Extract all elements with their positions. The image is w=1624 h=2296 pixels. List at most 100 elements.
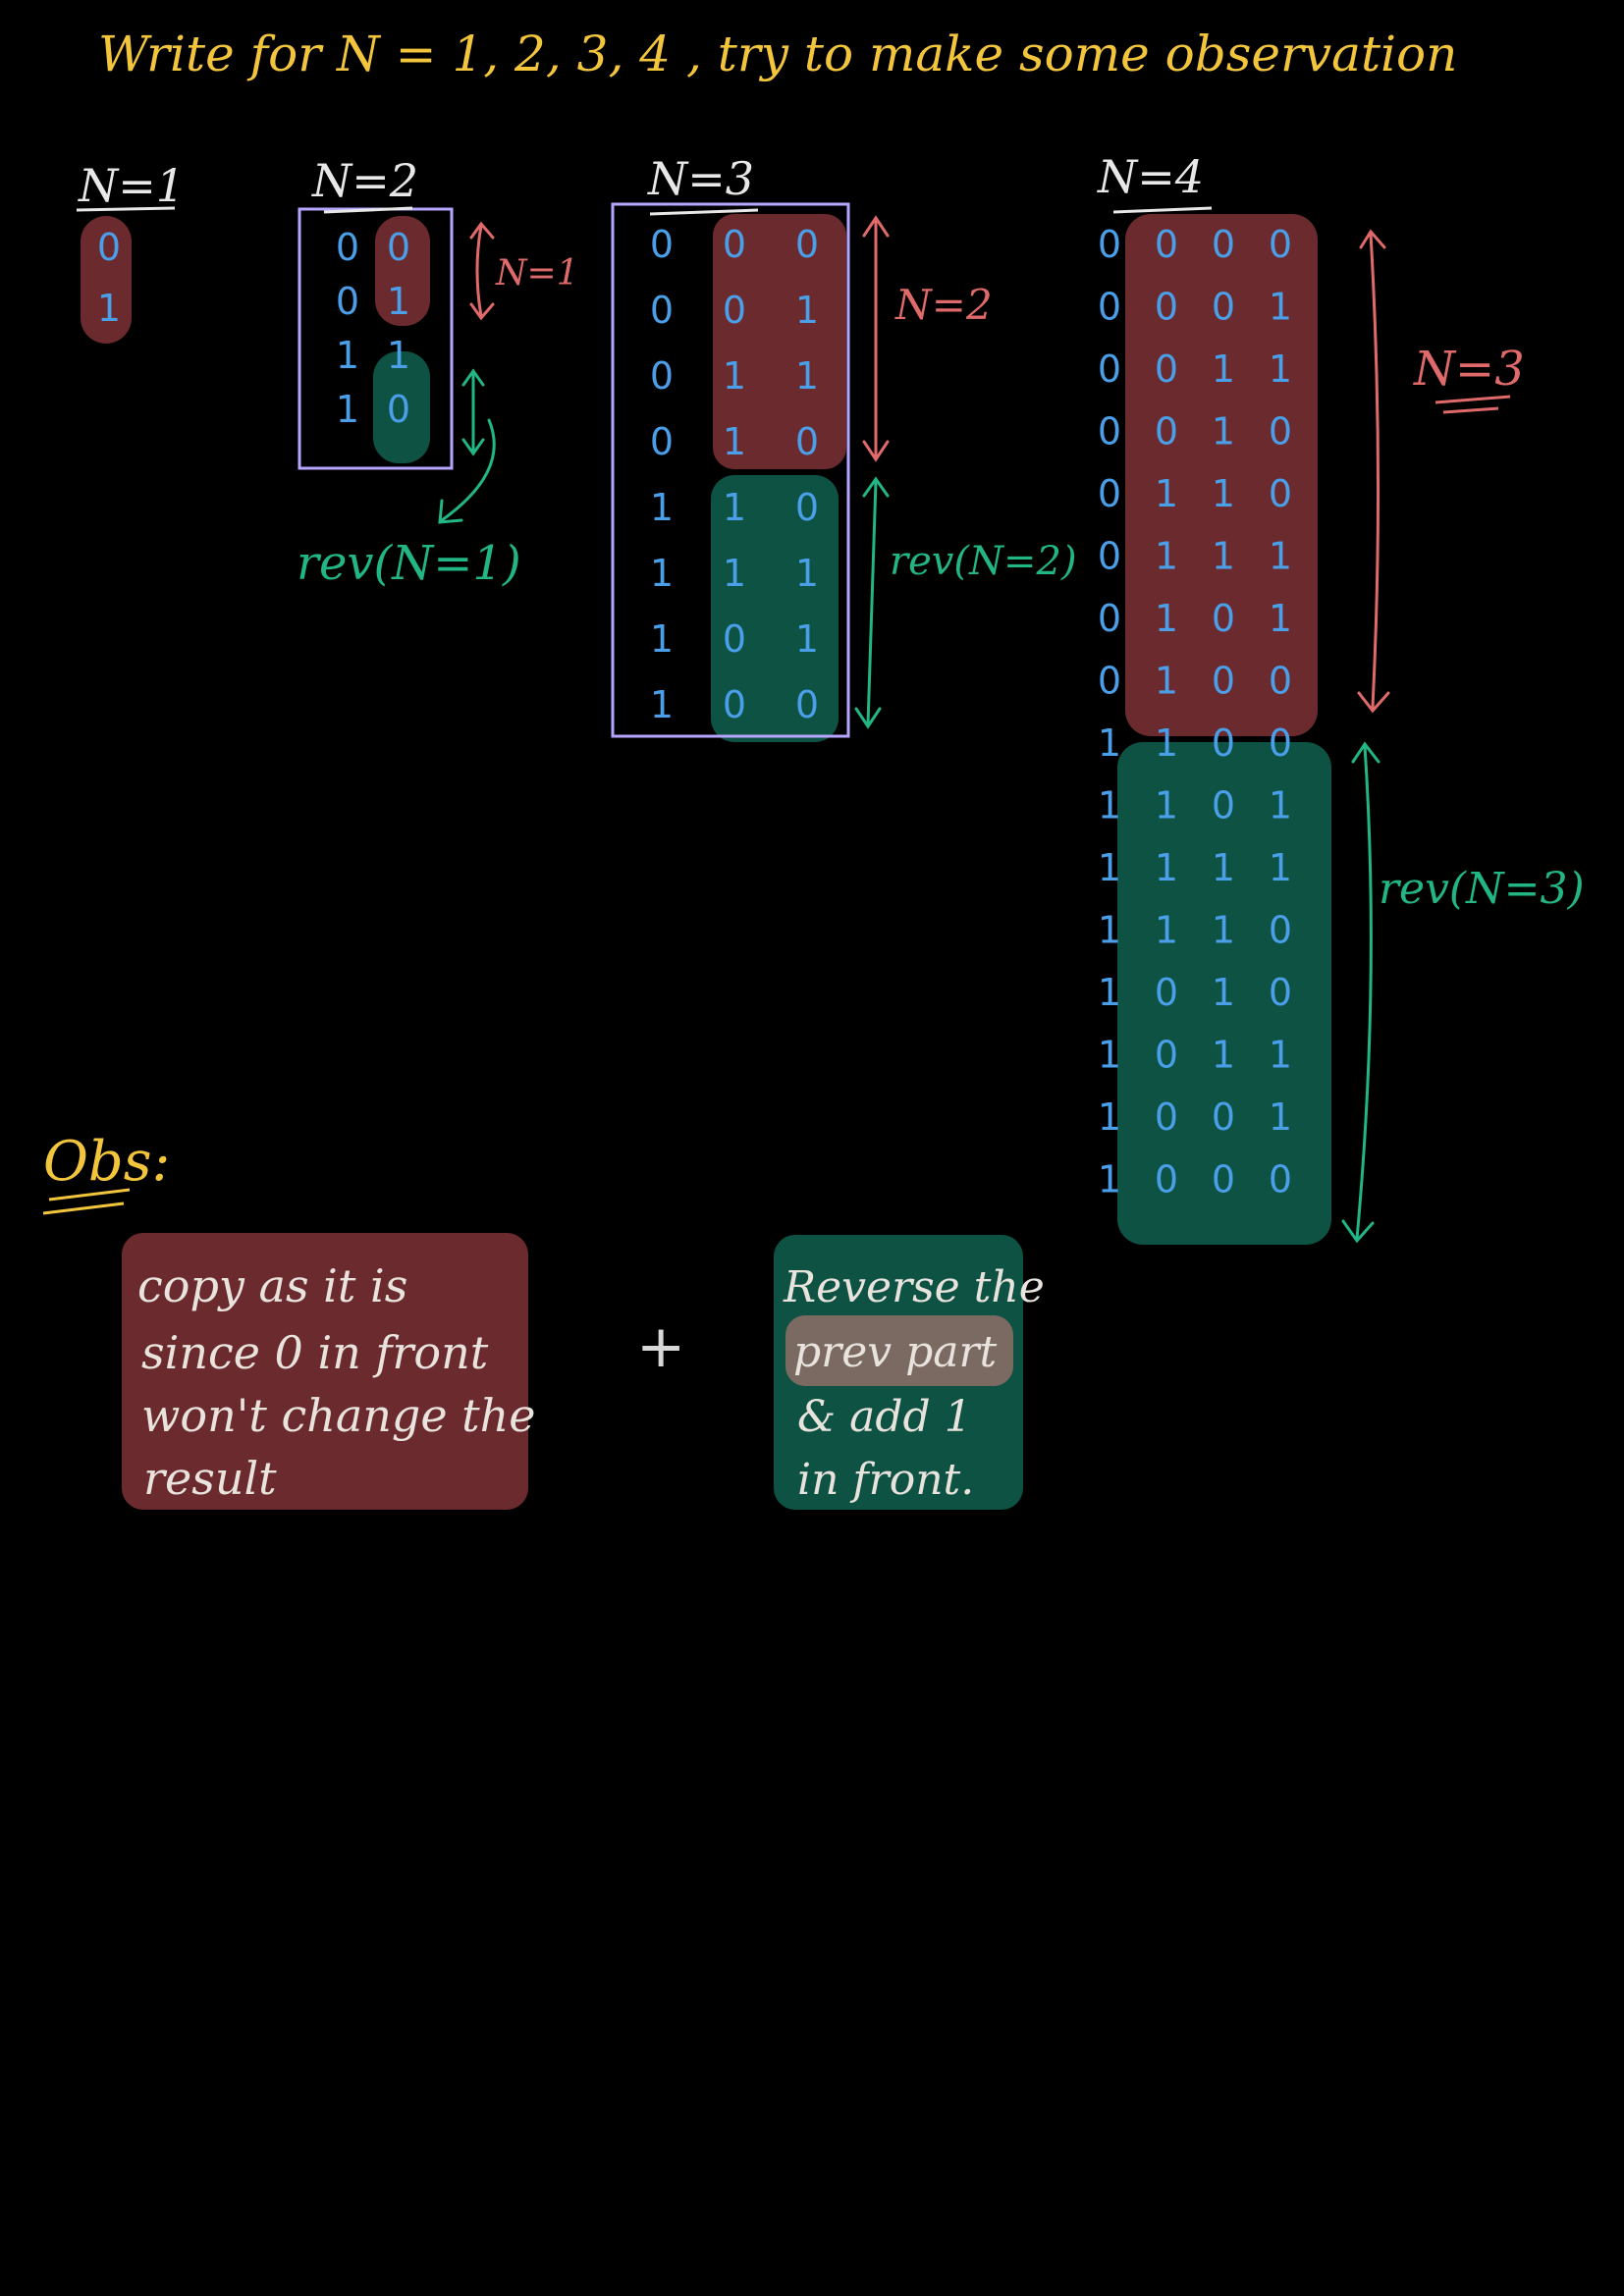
- n3-row-1-bit-2: 0: [723, 223, 746, 266]
- plus-sign: +: [636, 1312, 685, 1381]
- n3-row-8-bit-3: 0: [795, 683, 819, 726]
- n3-row-4-bit-3: 0: [795, 420, 819, 463]
- n4-row-11-bit-3: 1: [1212, 846, 1235, 889]
- n2-reverse-label: rev(N=1): [297, 536, 521, 591]
- obs-underline: [48, 1188, 131, 1201]
- n4-row-16-bit-3: 0: [1212, 1158, 1235, 1201]
- n2-row-2-bit-2: 1: [387, 280, 410, 323]
- n3-row-6-bit-2: 1: [723, 552, 746, 595]
- n4-row-5-bit-2: 1: [1155, 472, 1178, 515]
- n4-row-13-bit-4: 0: [1269, 971, 1292, 1014]
- n4-row-10-bit-2: 1: [1155, 784, 1178, 828]
- n4-copy-label-underline-2: [1442, 406, 1499, 414]
- n3-row-2-bit-1: 0: [650, 289, 674, 332]
- n4-row-1-bit-2: 0: [1155, 223, 1178, 266]
- n4-row-4-bit-1: 0: [1098, 410, 1121, 454]
- reverse-note-line-2: prev part: [793, 1327, 998, 1377]
- n4-copy-label-underline: [1435, 395, 1511, 404]
- header-n4: N=4: [1097, 150, 1204, 203]
- n4-row-8-bit-1: 0: [1098, 660, 1121, 703]
- n2-copy-label: N=1: [495, 253, 579, 294]
- copy-note-line-4: result: [143, 1452, 277, 1505]
- n4-row-15-bit-3: 0: [1212, 1095, 1235, 1139]
- n4-reverse-arrow: [1341, 741, 1380, 1244]
- n1-highlight: [81, 216, 132, 344]
- n4-row-9-bit-3: 0: [1212, 721, 1235, 765]
- n4-row-11-bit-4: 1: [1269, 846, 1292, 889]
- n4-row-13-bit-3: 1: [1212, 971, 1235, 1014]
- n4-row-11-bit-2: 1: [1155, 846, 1178, 889]
- n3-row-2-bit-2: 0: [723, 289, 746, 332]
- n4-row-4-bit-3: 1: [1212, 410, 1235, 454]
- n2-copy-highlight: [375, 216, 430, 326]
- n3-row-6-bit-1: 1: [650, 552, 674, 595]
- n4-row-6-bit-2: 1: [1155, 535, 1178, 578]
- header-n3: N=3: [647, 152, 754, 205]
- n4-row-2-bit-1: 0: [1098, 286, 1121, 329]
- header-n1-underline: [76, 206, 176, 212]
- n3-row-8-bit-2: 0: [723, 683, 746, 726]
- n3-row-7-bit-1: 1: [650, 617, 674, 661]
- n4-row-3-bit-2: 0: [1155, 347, 1178, 391]
- n4-row-7-bit-1: 0: [1098, 597, 1121, 640]
- n4-row-6-bit-1: 0: [1098, 535, 1121, 578]
- n4-row-14-bit-1: 1: [1098, 1034, 1121, 1077]
- copy-note-line-3: won't change the: [141, 1389, 536, 1442]
- header-n2: N=2: [311, 154, 418, 207]
- n4-row-5-bit-3: 1: [1212, 472, 1235, 515]
- n2-row-4-bit-1: 1: [336, 388, 359, 431]
- n3-row-4-bit-2: 1: [723, 420, 746, 463]
- n2-reverse-highlight: [373, 351, 430, 463]
- obs-underline-2: [42, 1201, 125, 1215]
- n3-copy-arrow: [862, 215, 890, 462]
- n4-row-1-bit-1: 0: [1098, 223, 1121, 266]
- n4-row-10-bit-3: 0: [1212, 784, 1235, 828]
- n4-row-2-bit-4: 1: [1269, 286, 1292, 329]
- n4-row-13-bit-2: 0: [1155, 971, 1178, 1014]
- copy-note-line-2: since 0 in front: [141, 1326, 489, 1379]
- n4-row-4-bit-4: 0: [1269, 410, 1292, 454]
- n4-row-9-bit-2: 1: [1155, 721, 1178, 765]
- n4-row-15-bit-2: 0: [1155, 1095, 1178, 1139]
- n3-frame: [611, 202, 850, 738]
- n4-row-3-bit-4: 1: [1269, 347, 1292, 391]
- n4-row-12-bit-1: 1: [1098, 909, 1121, 952]
- n1-row-2-bit-1: 1: [97, 287, 121, 330]
- n4-row-8-bit-3: 0: [1212, 660, 1235, 703]
- n3-row-7-bit-2: 0: [723, 617, 746, 661]
- n4-row-13-bit-1: 1: [1098, 971, 1121, 1014]
- n4-row-12-bit-2: 1: [1155, 909, 1178, 952]
- n4-row-2-bit-3: 0: [1212, 286, 1235, 329]
- n3-row-3-bit-2: 1: [723, 354, 746, 398]
- n2-reverse-arrow: [461, 368, 485, 456]
- n4-row-15-bit-1: 1: [1098, 1095, 1121, 1139]
- n4-copy-arrow: [1357, 229, 1390, 714]
- n4-row-5-bit-4: 0: [1269, 472, 1292, 515]
- n4-row-16-bit-1: 1: [1098, 1158, 1121, 1201]
- n4-row-12-bit-4: 0: [1269, 909, 1292, 952]
- n4-row-12-bit-3: 1: [1212, 909, 1235, 952]
- reverse-note-line-3: & add 1: [797, 1392, 972, 1442]
- n4-reverse-highlight: [1117, 742, 1331, 1245]
- reverse-note-line-4: in front.: [797, 1455, 974, 1505]
- n2-row-4-bit-2: 0: [387, 388, 410, 431]
- n2-row-1-bit-2: 0: [387, 226, 410, 269]
- n4-row-1-bit-3: 0: [1212, 223, 1235, 266]
- n3-row-5-bit-2: 1: [723, 486, 746, 529]
- n4-row-14-bit-4: 1: [1269, 1034, 1292, 1077]
- n4-row-1-bit-4: 0: [1269, 223, 1292, 266]
- n4-row-11-bit-1: 1: [1098, 846, 1121, 889]
- highlights: [81, 214, 1331, 1245]
- n4-row-5-bit-1: 0: [1098, 472, 1121, 515]
- n2-copy-arrow: [469, 221, 495, 321]
- n2-row-1-bit-1: 0: [336, 226, 359, 269]
- n3-row-7-bit-3: 1: [795, 617, 819, 661]
- n4-row-10-bit-4: 1: [1269, 784, 1292, 828]
- copy-note-line-1: copy as it is: [137, 1259, 407, 1312]
- n2-row-3-bit-1: 1: [336, 334, 359, 377]
- n2-row-3-bit-2: 1: [387, 334, 410, 377]
- header-n4-underline: [1112, 206, 1213, 214]
- n4-row-14-bit-3: 1: [1212, 1034, 1235, 1077]
